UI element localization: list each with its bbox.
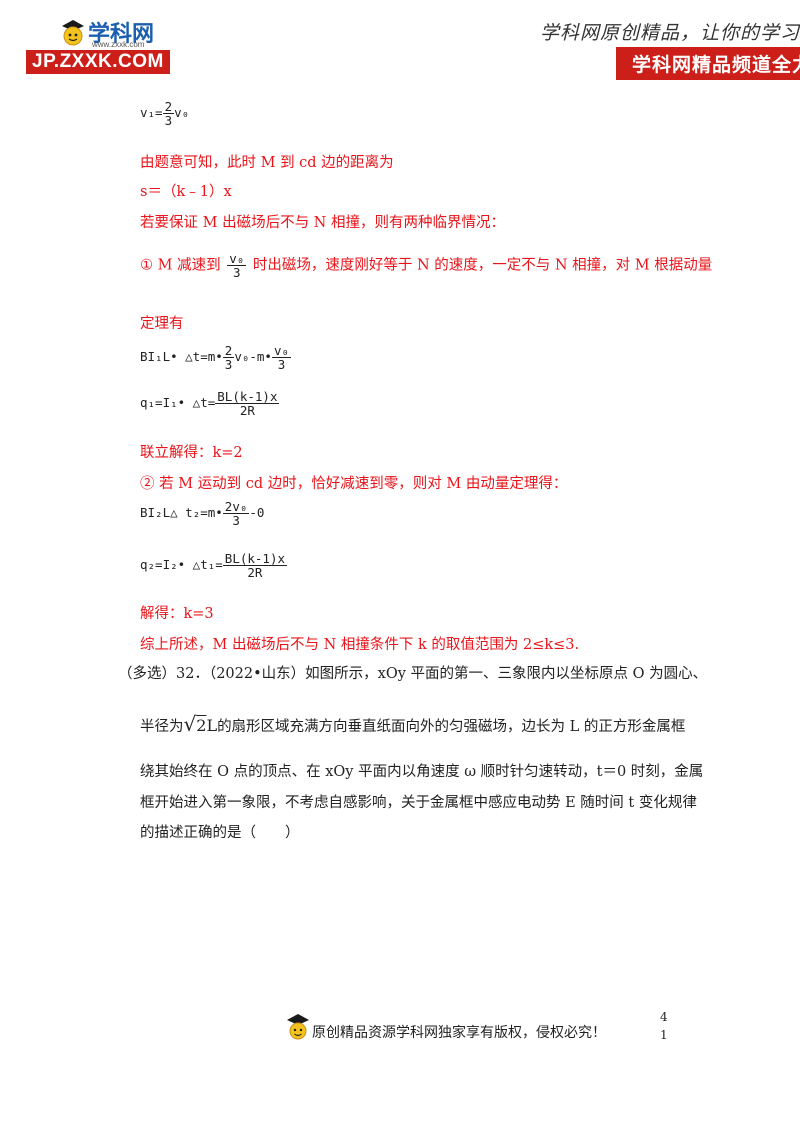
line-distance: 由题意可知，此时 M 到 cd 边的距离为 [140, 155, 394, 171]
conclusion: 综上所述，M 出磁场后不与 N 相撞条件下 k 的取值范围为 2≤k≤3. [140, 637, 580, 653]
q32-line3: 绕其始终在 O 点的顶点、在 xOy 平面内以角速度 ω 顺时针匀速转动，t＝0… [140, 764, 704, 780]
header-slogan: 学科网原创精品，让你的学习上表 [540, 22, 800, 44]
line-condition: 若要保证 M 出磁场后不与 N 相撞，则有两种临界情况： [140, 215, 505, 231]
page-number-top: 4 [660, 1010, 668, 1024]
case1-line2: 定理有 [140, 316, 184, 332]
case2-line: ② 若 M 运动到 cd 边时，恰好减速到零，则对 M 由动量定理得： [140, 476, 568, 492]
q32-line2: 半径为√2L的扇形区域充满方向垂直纸面向外的匀强磁场，边长为 L 的正方形金属框 [140, 712, 686, 736]
footer-mascot-icon [285, 1012, 311, 1044]
logo-cn: 学科网 [88, 21, 155, 46]
page-number-bottom: 1 [660, 1028, 668, 1042]
footer-text: 原创精品资源学科网独家享有版权，侵权必究！ [312, 1025, 606, 1041]
header-banner: 学科网精品频道全力推 [616, 47, 800, 80]
q32-line1: （多选）32．（2022•山东）如图所示，xOy 平面的第一、三象限内以坐标原点… [118, 666, 708, 682]
logo-mascot-icon [58, 18, 88, 50]
solve2: 解得：k=3 [140, 606, 214, 622]
solve1: 联立解得：k=2 [140, 445, 243, 461]
q32-line5: 的描述正确的是（ ） [140, 825, 300, 841]
logo-domain: JP.ZXXK.COM [26, 50, 170, 74]
sqrt-symbol: √ [183, 712, 197, 736]
q32-line4: 框开始进入第一象限，不考虑自感影响，关于金属框中感应电动势 E 随时间 t 变化… [140, 795, 697, 811]
line-s: s＝（k﹣1）x [140, 184, 232, 200]
logo-url-small: www.zxxk.com [92, 40, 145, 49]
header: 学科网 www.zxxk.com JP.ZXXK.COM 学科网原创精品，让你的… [0, 0, 800, 80]
